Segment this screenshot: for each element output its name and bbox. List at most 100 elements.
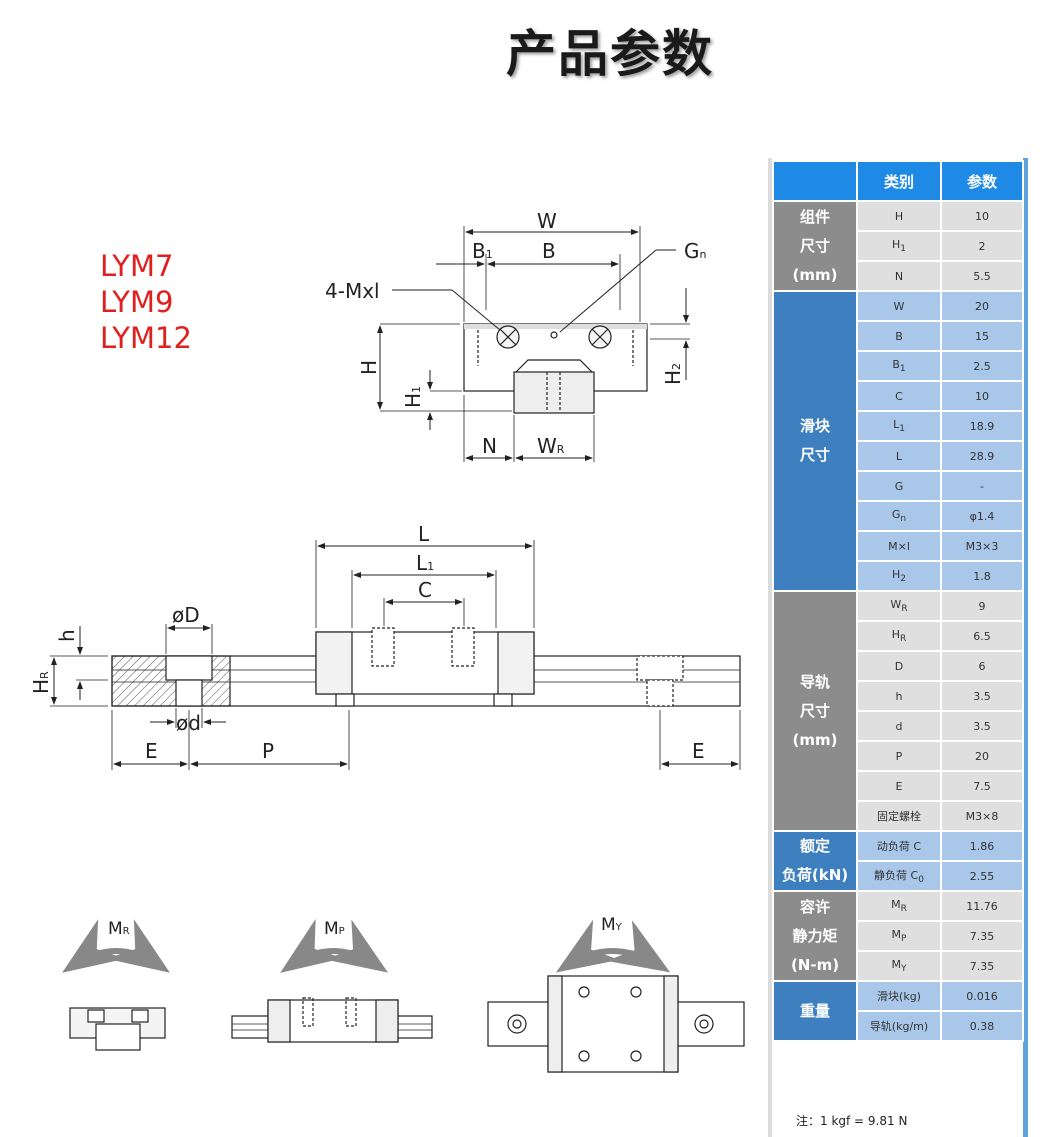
param-name-subscript: R [900,904,907,915]
param-name: B1 [856,350,942,382]
param-name-text: M×l [888,539,910,553]
model-list: LYM7 LYM9 LYM12 [100,248,192,356]
table-row: G- [773,470,1024,502]
param-value: 2.55 [940,860,1024,892]
table-row: 导轨(kg/m)0.38 [773,1010,1024,1042]
param-name: H2 [856,560,942,592]
dim-label-H: H [357,360,381,375]
param-value: 10 [940,200,1024,232]
moment-labels: MR MP MY [108,915,623,939]
param-name: W [856,290,942,322]
moment-label-MY: MY [601,915,623,935]
param-value: 3.5 [940,680,1024,712]
header-category: 类别 [856,160,942,202]
param-name-text: W [890,597,902,611]
group-label: 容许静力矩(N-m) [772,890,858,982]
param-name: MY [856,950,942,982]
group-label-line: 导轨 [799,672,830,691]
param-name-text: B [892,357,900,371]
group-label-line: 重量 [799,1001,830,1020]
param-name: H [856,200,942,232]
moment-label-MR: MR [108,919,130,939]
param-name-subscript: Y [901,964,907,975]
group-label: 重量 [772,980,858,1042]
param-name-text: D [894,659,904,673]
param-name-text: H [891,627,900,641]
param-value: 7.35 [940,920,1024,952]
param-name: N [856,260,942,292]
param-name: P [856,740,942,772]
param-name: E [856,770,942,802]
dim-label-C: C [418,578,432,602]
param-name-subscript: 1 [899,364,906,375]
param-name: B [856,320,942,352]
param-name-subscript: 2 [900,574,906,585]
param-value: 28.9 [940,440,1024,472]
param-name-text: G [891,507,901,521]
table-row: E 7.5 [773,770,1024,802]
param-value: 5.5 [940,260,1024,292]
param-name-text: G [894,479,904,493]
table-row: h 3.5 [773,680,1024,712]
param-name-text: 滑块(kg) [877,990,921,1003]
param-name: 固定螺栓 [856,800,942,832]
group-label-line: 组件 [799,207,830,226]
moment-views [62,918,745,1073]
param-name-text: H [891,567,901,581]
param-value: 9 [940,590,1024,622]
param-name: WR [856,590,942,622]
group-label-line: 尺寸 [799,701,830,720]
param-name-text: P [895,749,903,763]
param-name-text: h [895,689,903,703]
dim-label-E-left: E [145,739,158,763]
param-value: 6.5 [940,620,1024,652]
param-value: 0.016 [940,980,1024,1012]
param-value: M3×8 [940,800,1024,832]
group-label-line: (N-m) [790,955,840,974]
param-value: 10 [940,380,1024,412]
dim-label-WR: WR [537,434,565,458]
group-label: 导轨尺寸(mm) [772,590,858,832]
param-name-text: 导轨(kg/m) [869,1020,929,1033]
table-row: L 28.9 [773,440,1024,472]
param-name-subscript: n [900,514,907,525]
param-value: 18.9 [940,410,1024,442]
group-label-line: (mm) [792,265,838,284]
param-name-text: E [895,779,903,793]
dim-label-B: B [542,239,556,263]
param-value: 3.5 [940,710,1024,742]
group-label-line: 尺寸 [799,236,830,255]
param-name: M×l [856,530,942,562]
dim-label-L1: L1 [416,551,434,575]
param-name: 导轨(kg/m) [856,1010,942,1042]
param-name-text: M [891,927,902,941]
front-view [377,226,690,462]
param-value: 6 [940,650,1024,682]
param-value: 2.5 [940,350,1024,382]
param-value: 7.5 [940,770,1024,802]
dim-label-N: N [482,434,497,458]
group-label-line: 负荷(kN) [781,866,849,884]
param-value: 20 [940,290,1024,322]
dim-label-HR: HR [29,671,53,694]
param-name-text: H [891,237,901,251]
group-label: 组件尺寸 (mm) [772,200,858,292]
dim-label-H1: H1 [401,386,425,408]
header-parameter: 参数 [940,160,1024,202]
param-name-text: L [895,449,903,463]
